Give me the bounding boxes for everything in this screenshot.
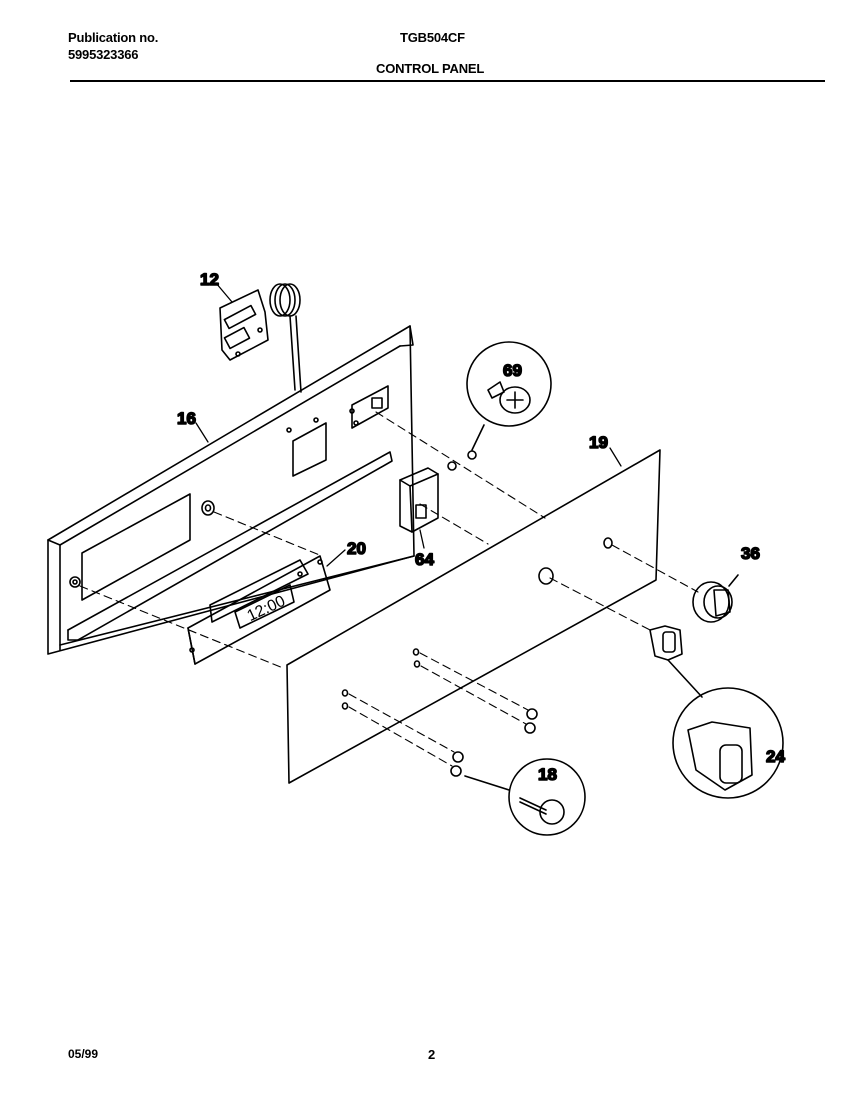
publication-label: Publication no. xyxy=(68,30,159,45)
callout-36: 36 xyxy=(741,544,760,563)
control-panel-overlay xyxy=(286,449,661,784)
lower-screws xyxy=(450,708,538,777)
callout-18: 18 xyxy=(538,765,557,784)
assembly-lines xyxy=(79,411,699,767)
page-number: 2 xyxy=(428,1047,436,1062)
screw-detail xyxy=(466,341,552,451)
leader-lines xyxy=(195,282,622,567)
screw-detail-lower xyxy=(464,758,586,836)
switch-bracket xyxy=(399,467,439,533)
callout-12: 12 xyxy=(200,270,219,289)
control-panel-frame xyxy=(47,325,415,655)
control-knob xyxy=(692,574,739,623)
panel-screws xyxy=(447,450,477,471)
callout-24: 24 xyxy=(766,747,785,766)
callout-16: 16 xyxy=(177,409,196,428)
callout-69: 69 xyxy=(503,361,522,380)
callout-64: 64 xyxy=(415,550,434,569)
publication-number: 5995323366 xyxy=(68,47,139,62)
header-rule xyxy=(70,80,825,82)
rocker-switch xyxy=(649,625,784,799)
model-number: TGB504CF xyxy=(400,30,465,45)
section-title: CONTROL PANEL xyxy=(376,61,485,76)
footer-date: 05/99 xyxy=(68,1047,99,1061)
thermostat xyxy=(219,283,302,393)
callout-19: 19 xyxy=(589,433,608,452)
callout-20: 20 xyxy=(347,539,366,558)
